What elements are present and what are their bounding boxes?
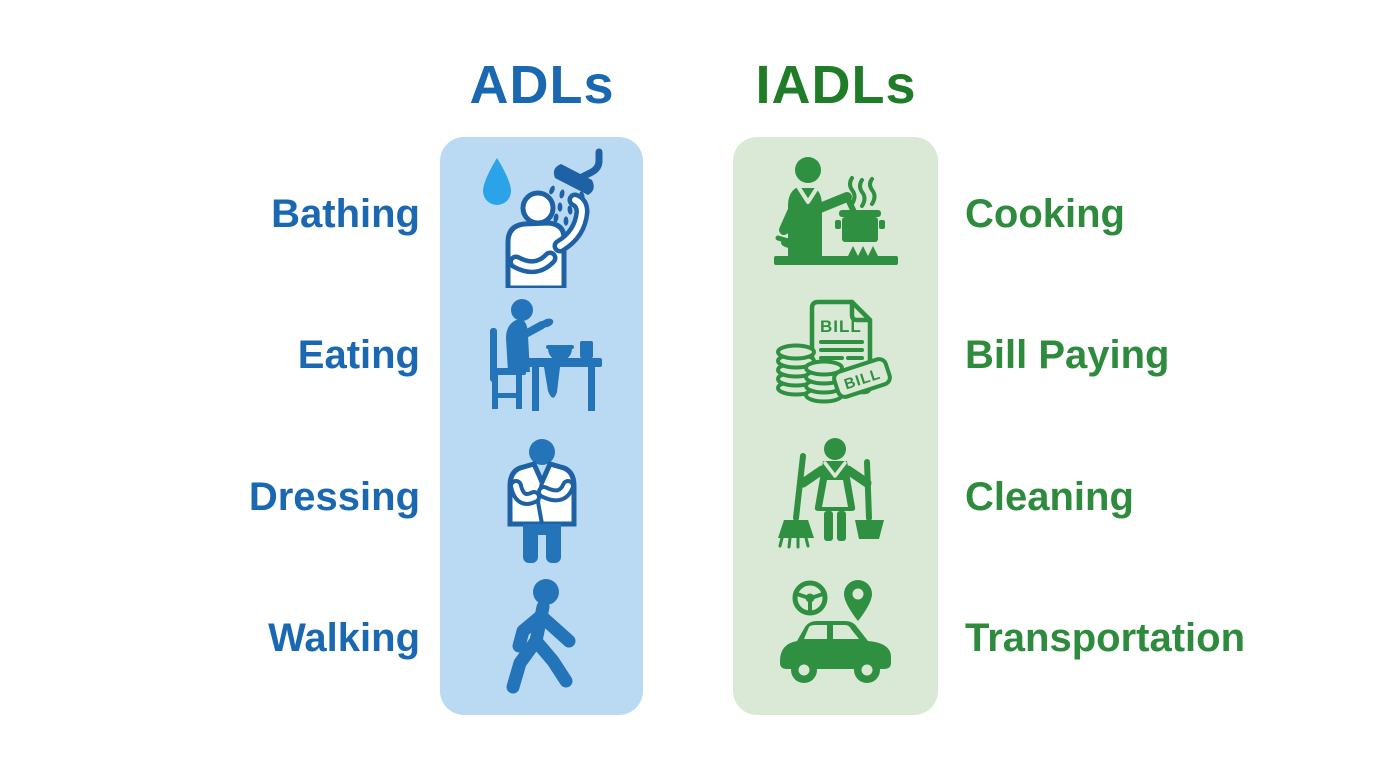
iadls-title: IADLs — [755, 55, 917, 115]
eating-at-table-icon — [476, 292, 608, 424]
iadl-label-cooking: Cooking — [965, 192, 1125, 236]
adl-label-dressing: Dressing — [248, 475, 420, 519]
adl-label-eating: Eating — [297, 333, 420, 377]
dressing-shirt-icon — [476, 434, 608, 566]
walking-person-icon — [476, 575, 608, 707]
car-transport-icon — [770, 575, 902, 707]
cleaning-broom-icon — [770, 434, 902, 566]
adl-label-walking: Walking — [268, 616, 420, 660]
iadl-label-bill-paying: Bill Paying — [965, 333, 1170, 377]
iadl-label-transportation: Transportation — [965, 616, 1246, 660]
cooking-stove-icon — [770, 150, 902, 282]
iadls-panel — [733, 137, 938, 715]
adls-title: ADLs — [469, 55, 615, 115]
bill-doc-text: BILL — [820, 317, 862, 336]
bill-coins-icon: BILL BILL — [770, 292, 902, 424]
iadl-label-cleaning: Cleaning — [965, 475, 1134, 519]
shower-bathing-icon — [458, 146, 630, 288]
adl-label-bathing: Bathing — [271, 192, 420, 236]
